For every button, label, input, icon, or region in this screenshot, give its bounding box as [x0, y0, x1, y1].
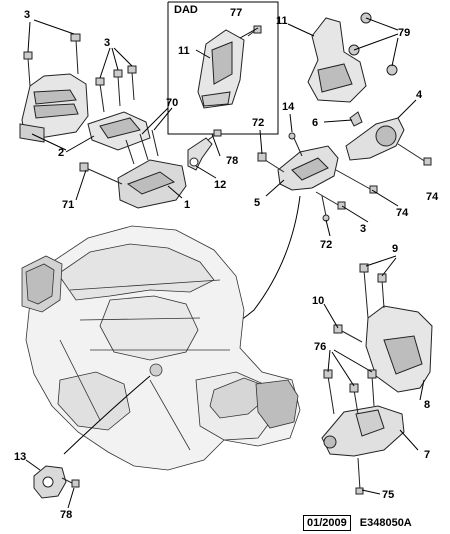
callout-3: 3	[104, 37, 110, 49]
callout-71: 71	[62, 199, 74, 211]
callout-3: 3	[360, 223, 366, 235]
link-12	[187, 129, 222, 171]
diagram-footer: 01/2009 E348050A	[303, 515, 412, 531]
callout-78: 78	[226, 155, 238, 167]
callout-78: 78	[60, 509, 72, 521]
mount-7	[321, 369, 405, 495]
mount-4	[345, 111, 432, 166]
callout-labels: 3 3 70 2 71 1 78 12 77 11 11 79 4 6 14 7…	[14, 7, 439, 521]
callout-79: 79	[398, 27, 410, 39]
callout-5: 5	[254, 197, 260, 209]
bracket-11-right	[307, 12, 398, 103]
callout-12: 12	[214, 179, 226, 191]
diagram-date: 01/2009	[303, 515, 351, 531]
bracket-2	[87, 111, 151, 151]
diagram-reference: E348050A	[359, 517, 412, 529]
callout-77: 77	[230, 7, 242, 19]
callout-1: 1	[184, 199, 190, 211]
callout-74: 74	[426, 191, 439, 203]
callout-11: 11	[178, 45, 190, 57]
callout-6: 6	[312, 117, 318, 129]
callout-13: 13	[14, 451, 26, 463]
engine-mount-1	[79, 159, 187, 209]
left-engine-mount	[19, 73, 89, 143]
callout-74: 74	[396, 207, 409, 219]
callout-70: 70	[166, 97, 178, 109]
bracket-8	[333, 263, 433, 393]
callout-8: 8	[424, 399, 430, 411]
bracket-13	[33, 465, 80, 499]
dad-inset-label: DAD	[174, 4, 198, 16]
callout-72: 72	[320, 239, 332, 251]
callout-76: 76	[314, 341, 326, 353]
callout-11: 11	[276, 15, 288, 27]
callout-9: 9	[392, 243, 398, 255]
callout-75: 75	[382, 489, 394, 501]
callout-10: 10	[312, 295, 324, 307]
callout-14: 14	[282, 101, 295, 113]
bolts-70	[125, 129, 159, 165]
connection-curve-lower	[63, 375, 151, 455]
engine-gearbox-assembly	[21, 225, 301, 471]
dad-bracket-11	[197, 25, 262, 109]
dad-inset-frame	[167, 1, 279, 135]
callout-3: 3	[24, 9, 30, 21]
callout-2: 2	[58, 147, 64, 159]
leader-lines	[25, 17, 425, 509]
callout-72: 72	[252, 117, 264, 129]
callout-7: 7	[424, 449, 430, 461]
callout-4: 4	[416, 89, 423, 101]
mount-5	[257, 132, 378, 222]
